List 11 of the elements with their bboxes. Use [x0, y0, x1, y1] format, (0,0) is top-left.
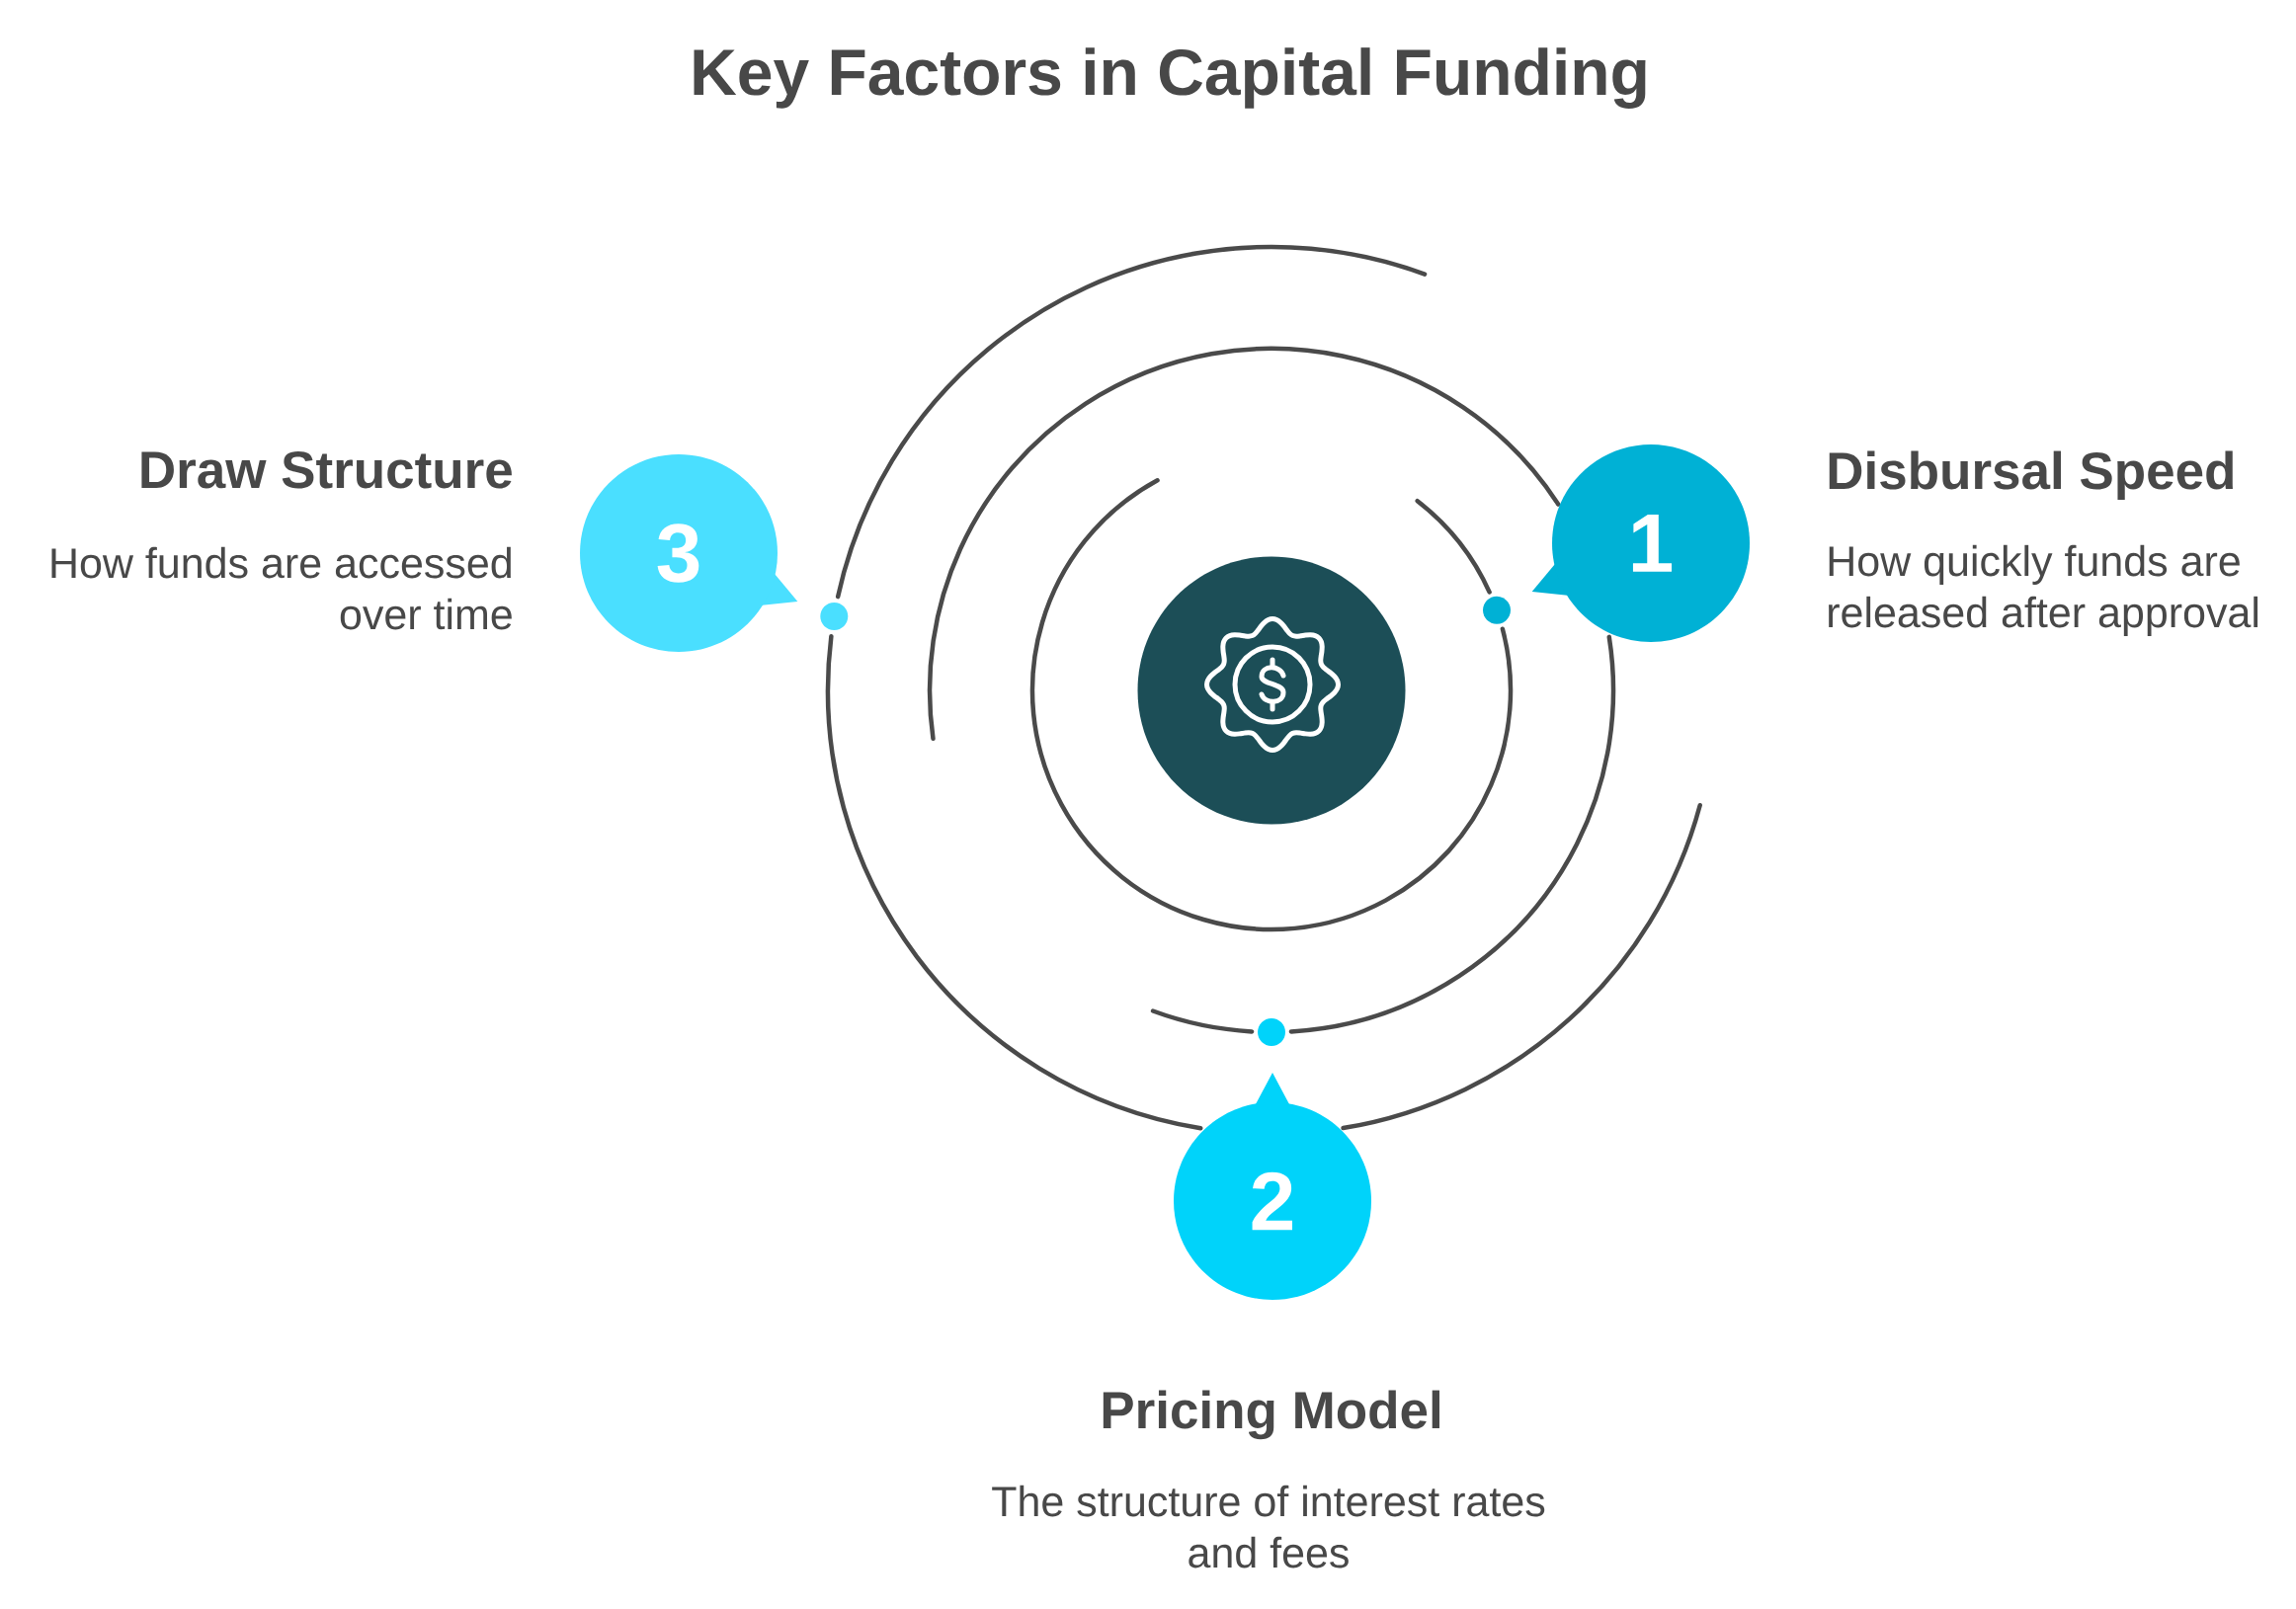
number-bubble: 1 [1531, 444, 1750, 642]
title: Key Factors in Capital Funding [694, 47, 1646, 109]
number-bubble: 3 [580, 454, 798, 652]
heading: Disbursal Speed [1829, 450, 2233, 500]
center-circle [1137, 556, 1406, 825]
description: How quickly funds are released after approval [1829, 544, 2258, 636]
heading: Pricing Model [1103, 1390, 1439, 1440]
number-bubble: 2 [1174, 1073, 1371, 1300]
heading: Draw Structure [141, 451, 512, 489]
description: How funds are accessed over time [51, 546, 512, 630]
description: The structure of interest rates and fees [992, 1485, 1545, 1569]
